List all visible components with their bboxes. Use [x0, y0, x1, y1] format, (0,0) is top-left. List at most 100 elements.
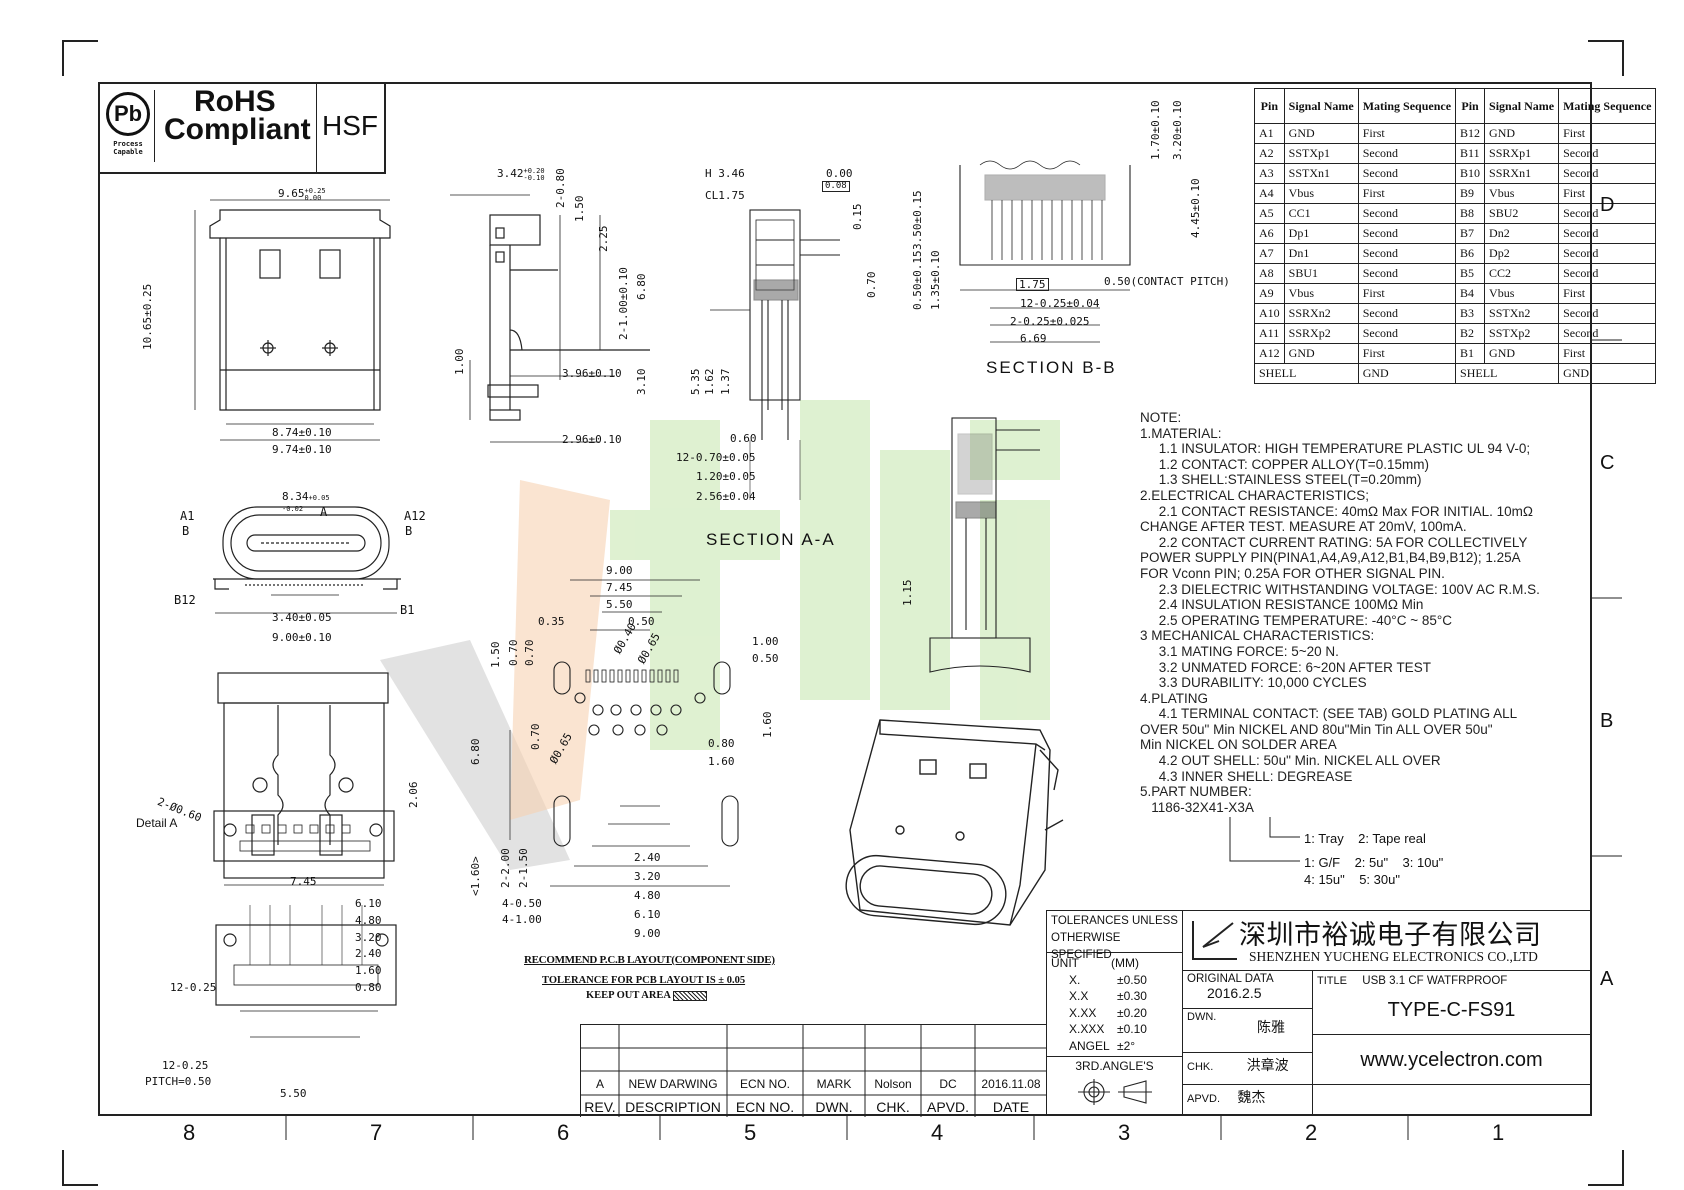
- pin-cell: Vbus: [1484, 183, 1560, 204]
- pcb-200: 2-2.00: [499, 848, 512, 888]
- pcb-160b: <1.60>: [469, 856, 482, 896]
- pin-cell: First: [1357, 183, 1457, 204]
- pin-th-5: Mating Sequence: [1558, 88, 1657, 124]
- angle-block: 3RD.ANGLE'S: [1047, 1057, 1183, 1115]
- pcb-150: 1.50: [489, 641, 502, 669]
- hsf-label: HSF: [322, 110, 378, 141]
- pcb-070c: 0.70: [529, 723, 542, 751]
- pin-cell: Second: [1357, 243, 1457, 264]
- pcb-tolerance: TOLERANCE FOR PCB LAYOUT IS ± 0.05: [542, 975, 746, 986]
- pb-circle: Pb: [106, 92, 150, 136]
- revision-cell: 2016.11.08: [981, 1077, 1041, 1091]
- pcb-160: 1.60: [708, 755, 735, 768]
- section-aa-title: SECTION A-A: [706, 530, 836, 549]
- pin-cell: Vbus: [1283, 183, 1359, 204]
- pin-cell: CC1: [1283, 203, 1359, 224]
- pin-th-4: Signal Name: [1484, 88, 1560, 124]
- grid-row-label: C: [1600, 452, 1615, 474]
- revision-cell: DATE: [992, 1099, 1030, 1115]
- pin-cell: SSTXn2: [1484, 303, 1560, 324]
- aa-zero: 0.00: [826, 167, 853, 180]
- pin-cell: Vbus: [1484, 283, 1560, 304]
- revision-cell: DC: [939, 1077, 957, 1091]
- tol-key: X.X: [1069, 989, 1089, 1003]
- side-d10: 2.96±0.10: [562, 433, 622, 446]
- revision-cell: ECN NO.: [735, 1099, 795, 1115]
- pin-shell-b-gnd: GND: [1558, 363, 1657, 384]
- side-d8: 1.00: [453, 348, 466, 376]
- front-w1: 8.74±0.10: [272, 426, 332, 439]
- part-opt-1: 1: Tray 2: Tape real: [1304, 831, 1426, 846]
- side-d7: 3.96±0.10: [562, 367, 622, 380]
- aa-120: 1.20±0.05: [696, 470, 756, 483]
- pin-assignment-table: Pin Signal Name Mating Sequence Pin Sign…: [1254, 88, 1657, 384]
- pin-cell: Second: [1357, 303, 1457, 324]
- bb-350: 3.50±0.15: [911, 190, 924, 250]
- pin-cell: SBU1: [1283, 263, 1359, 284]
- pcb-layout-drawing: [509, 579, 739, 887]
- bottom-206: 2.06: [407, 781, 420, 809]
- apvd-block: APVD. 魏杰: [1183, 1085, 1313, 1115]
- pin-cell: Dn1: [1283, 243, 1359, 264]
- end-b-right: B: [405, 524, 413, 538]
- watermark-logo: [380, 400, 1060, 870]
- company-name-en: SHENZHEN YUCHENG ELECTRONICS CO.,LTD: [1249, 949, 1538, 964]
- pin-cell: A2: [1254, 143, 1285, 164]
- side-d6: 6.80: [635, 273, 648, 301]
- tol-val: ±0.30: [1117, 989, 1147, 1003]
- pin-th-0: Pin: [1254, 88, 1285, 124]
- end-b12: B12: [174, 593, 196, 607]
- apvd-label: APVD.: [1187, 1093, 1221, 1105]
- grid-row-label: B: [1600, 710, 1614, 732]
- company-logo-icon: [1192, 921, 1237, 960]
- tol-val: ±0.10: [1117, 1022, 1147, 1036]
- pin-cell: Second: [1357, 223, 1457, 244]
- dwn-block: DWN. 陈雅: [1183, 1009, 1313, 1053]
- pcb-070b: 0.70: [523, 639, 536, 667]
- grid-col-label: 8: [183, 1120, 196, 1145]
- revision-cell: A: [595, 1077, 604, 1091]
- pin-cell: A11: [1254, 323, 1285, 344]
- pcb-top-dim-1: 7.45: [606, 581, 633, 594]
- pin-cell: SSRXn1: [1484, 163, 1560, 184]
- rohs-line1: RoHS: [194, 85, 276, 118]
- revision-cell: ECN NO.: [739, 1077, 790, 1091]
- orig-label: ORIGINAL DATA: [1187, 973, 1274, 985]
- revision-cell: CHK.: [876, 1099, 910, 1115]
- side-d5: 2-1.00±0.10: [617, 267, 630, 340]
- end-b1: B1: [400, 603, 415, 617]
- pin-cell: GND: [1283, 343, 1359, 364]
- pin-cell: SSTXn1: [1283, 163, 1359, 184]
- pin-cell: A1: [1254, 123, 1285, 144]
- apvd-name: 魏杰: [1237, 1089, 1266, 1105]
- part-number-leaders: [1229, 817, 1300, 862]
- company-block: 深圳市裕诚电子有限公司 SHENZHEN YUCHENG ELECTRONICS…: [1183, 911, 1591, 971]
- pin-cell: First: [1357, 283, 1457, 304]
- rohs-title: RoHS Compliant: [164, 85, 414, 145]
- side-d9: 3.10: [635, 368, 648, 396]
- pin-cell: First: [1357, 343, 1457, 364]
- pin-cell: A9: [1254, 283, 1285, 304]
- bb-2: 2-0.25±0.025: [1010, 315, 1090, 328]
- chk-label: CHK.: [1187, 1061, 1214, 1073]
- pin-cell: GND: [1484, 343, 1560, 364]
- chk-name: 洪章波: [1246, 1057, 1289, 1073]
- pin-cell: SBU2: [1484, 203, 1560, 224]
- website-block: www.ycelectron.com: [1313, 1035, 1591, 1085]
- end-900: 9.00±0.10: [272, 631, 332, 644]
- pin-cell: CC2: [1484, 263, 1560, 284]
- pin-cell: B9: [1455, 183, 1486, 204]
- title-desc: USB 3.1 CF WATFRPROOF: [1362, 975, 1508, 987]
- pin-cell: B11: [1455, 143, 1486, 164]
- pcb-bottom-dim-4: 9.00: [634, 927, 661, 940]
- pin-shell-a: SHELL: [1254, 363, 1359, 384]
- aa-162: 1.62: [703, 368, 716, 396]
- side-d1: 3.42+0.20-0.10: [497, 167, 545, 182]
